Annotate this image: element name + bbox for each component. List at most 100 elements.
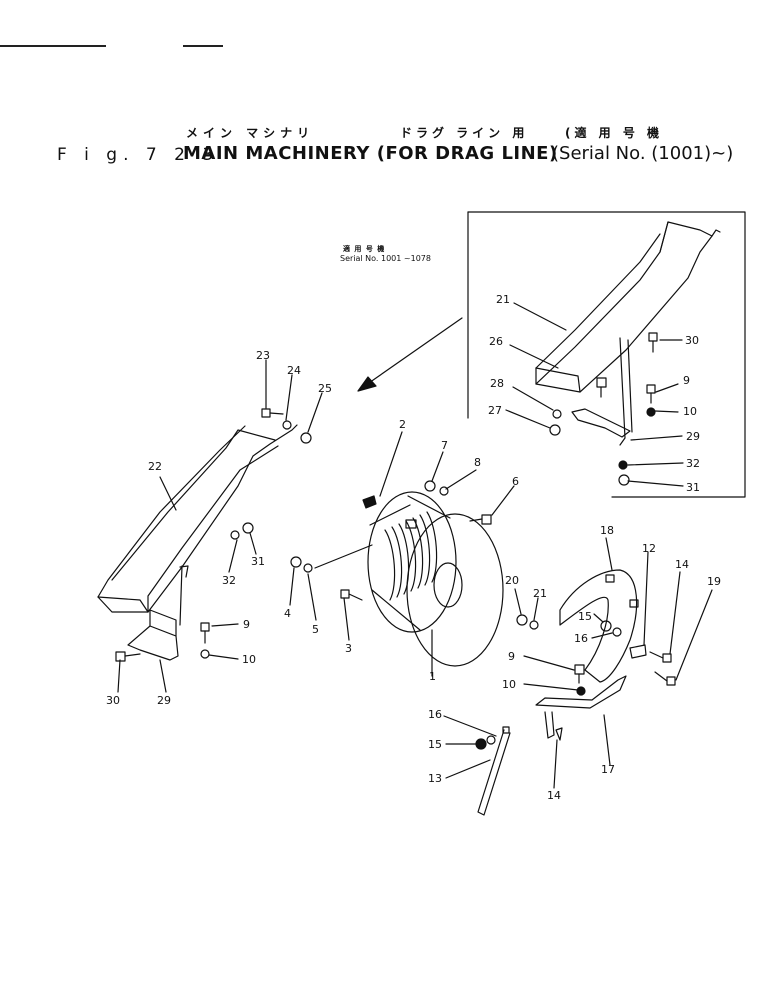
callout-5: 5 [312,623,319,636]
callout-19: 19 [707,575,721,588]
inset-serial-japanese: 適 用 号 機 [343,245,386,253]
inset-nut-27 [549,424,561,436]
nut-20 [516,614,528,626]
callout-labels: 21 26 28 27 30 9 10 29 32 31 23 24 25 22… [106,293,721,802]
washer-21 [529,620,539,630]
callout-29-inset: 29 [686,430,700,443]
callout-28: 28 [490,377,504,390]
callout-32-inset: 32 [686,457,700,470]
nut-15-right [600,620,612,632]
key-2 [362,495,377,509]
pin-14-low [555,727,563,741]
inset-bracket-29 [571,337,633,446]
callout-6: 6 [512,475,519,488]
header-rule-right [183,45,223,47]
callout-14-right: 14 [675,558,689,571]
inset-bolt-26 [596,377,607,398]
title-japanese-main-machinery: メイン マシナリ [186,126,315,140]
callout-21-right: 21 [533,587,547,600]
callout-13: 13 [428,772,442,785]
callout-30-left: 30 [106,694,120,707]
figure-number: F i g. 7 2 3 [57,145,220,165]
winch-drum-1 [367,491,504,667]
bracket-12 [629,644,647,659]
callout-21-inset: 21 [496,293,510,306]
serial-range: (Serial No. (1001)~) [552,143,734,164]
bolt-6 [469,514,492,525]
callout-22: 22 [148,460,162,473]
callout-24: 24 [287,364,301,377]
callout-31-left: 31 [251,555,265,568]
washer-16-right [612,627,622,637]
callout-16-low: 16 [428,708,442,721]
callout-1: 1 [429,670,436,683]
bolt-23 [261,408,284,418]
callout-9-left: 9 [243,618,250,631]
main-chute-22 [97,424,298,613]
callout-18: 18 [600,524,614,537]
callout-29-left: 29 [157,694,171,707]
bolt-3 [340,589,363,601]
nut-15-low [475,738,487,750]
washer-8 [439,486,449,496]
washer-10-left [200,649,210,659]
leader-lines [117,302,713,789]
inset-arrow-shaft [365,317,463,386]
inset-serial-range: Serial No. 1001 ~1078 [340,254,431,263]
callout-2: 2 [399,418,406,431]
callout-9-right: 9 [508,650,515,663]
shaft-line [314,544,373,569]
arm-17 [535,675,627,739]
inset-bolt-9 [646,384,656,404]
callout-17: 17 [601,763,615,776]
inset-frame [467,211,746,498]
callout-3: 3 [345,642,352,655]
callout-15-right: 15 [578,610,592,623]
inset-nut-31 [618,474,630,486]
callout-10-inset: 10 [683,405,697,418]
callout-15-low: 15 [428,738,442,751]
callout-4: 4 [284,607,291,620]
washer-24 [282,420,292,430]
callout-10-left: 10 [242,653,256,666]
callout-31-inset: 31 [686,481,700,494]
bolt-9-left [200,622,210,644]
main-bracket-29 [127,565,183,661]
callout-32-left: 32 [222,574,236,587]
inset-washer-10 [646,407,656,417]
callout-12: 12 [642,542,656,555]
callout-7: 7 [441,439,448,452]
figure-title: MAIN MACHINERY (FOR DRAG LINE) [183,143,558,164]
callout-23: 23 [256,349,270,362]
rod-13 [477,726,511,816]
nut-7 [424,480,436,492]
callout-14-low: 14 [547,789,561,802]
callout-30-inset: 30 [685,334,699,347]
callout-27: 27 [488,404,502,417]
callout-8: 8 [474,456,481,469]
callout-10-right: 10 [502,678,516,691]
header-rule-left [0,45,106,47]
callout-9-inset: 9 [683,374,690,387]
title-japanese-serial: (適 用 号 機 [565,126,664,140]
nut-31-left [242,522,254,534]
title-japanese-drag-line: ドラグ ライン 用 [400,126,529,140]
washer-10-right [576,686,586,696]
inset-chute-21 [535,221,721,393]
bolt-14-right [649,651,672,663]
washer-16-low [486,735,496,745]
nut-4 [290,556,302,568]
nut-32-left [230,530,240,540]
inset-bolt-30 [648,332,658,353]
callout-20: 20 [505,574,519,587]
washer-5 [303,563,313,573]
inset-arrow-head [357,376,377,392]
inset-washer-32 [618,460,628,470]
bolt-9-right [574,664,585,684]
bolt-19 [654,671,676,686]
nut-25 [300,432,312,444]
callout-26: 26 [489,335,503,348]
callout-16-right: 16 [574,632,588,645]
guard-18 [559,569,639,683]
